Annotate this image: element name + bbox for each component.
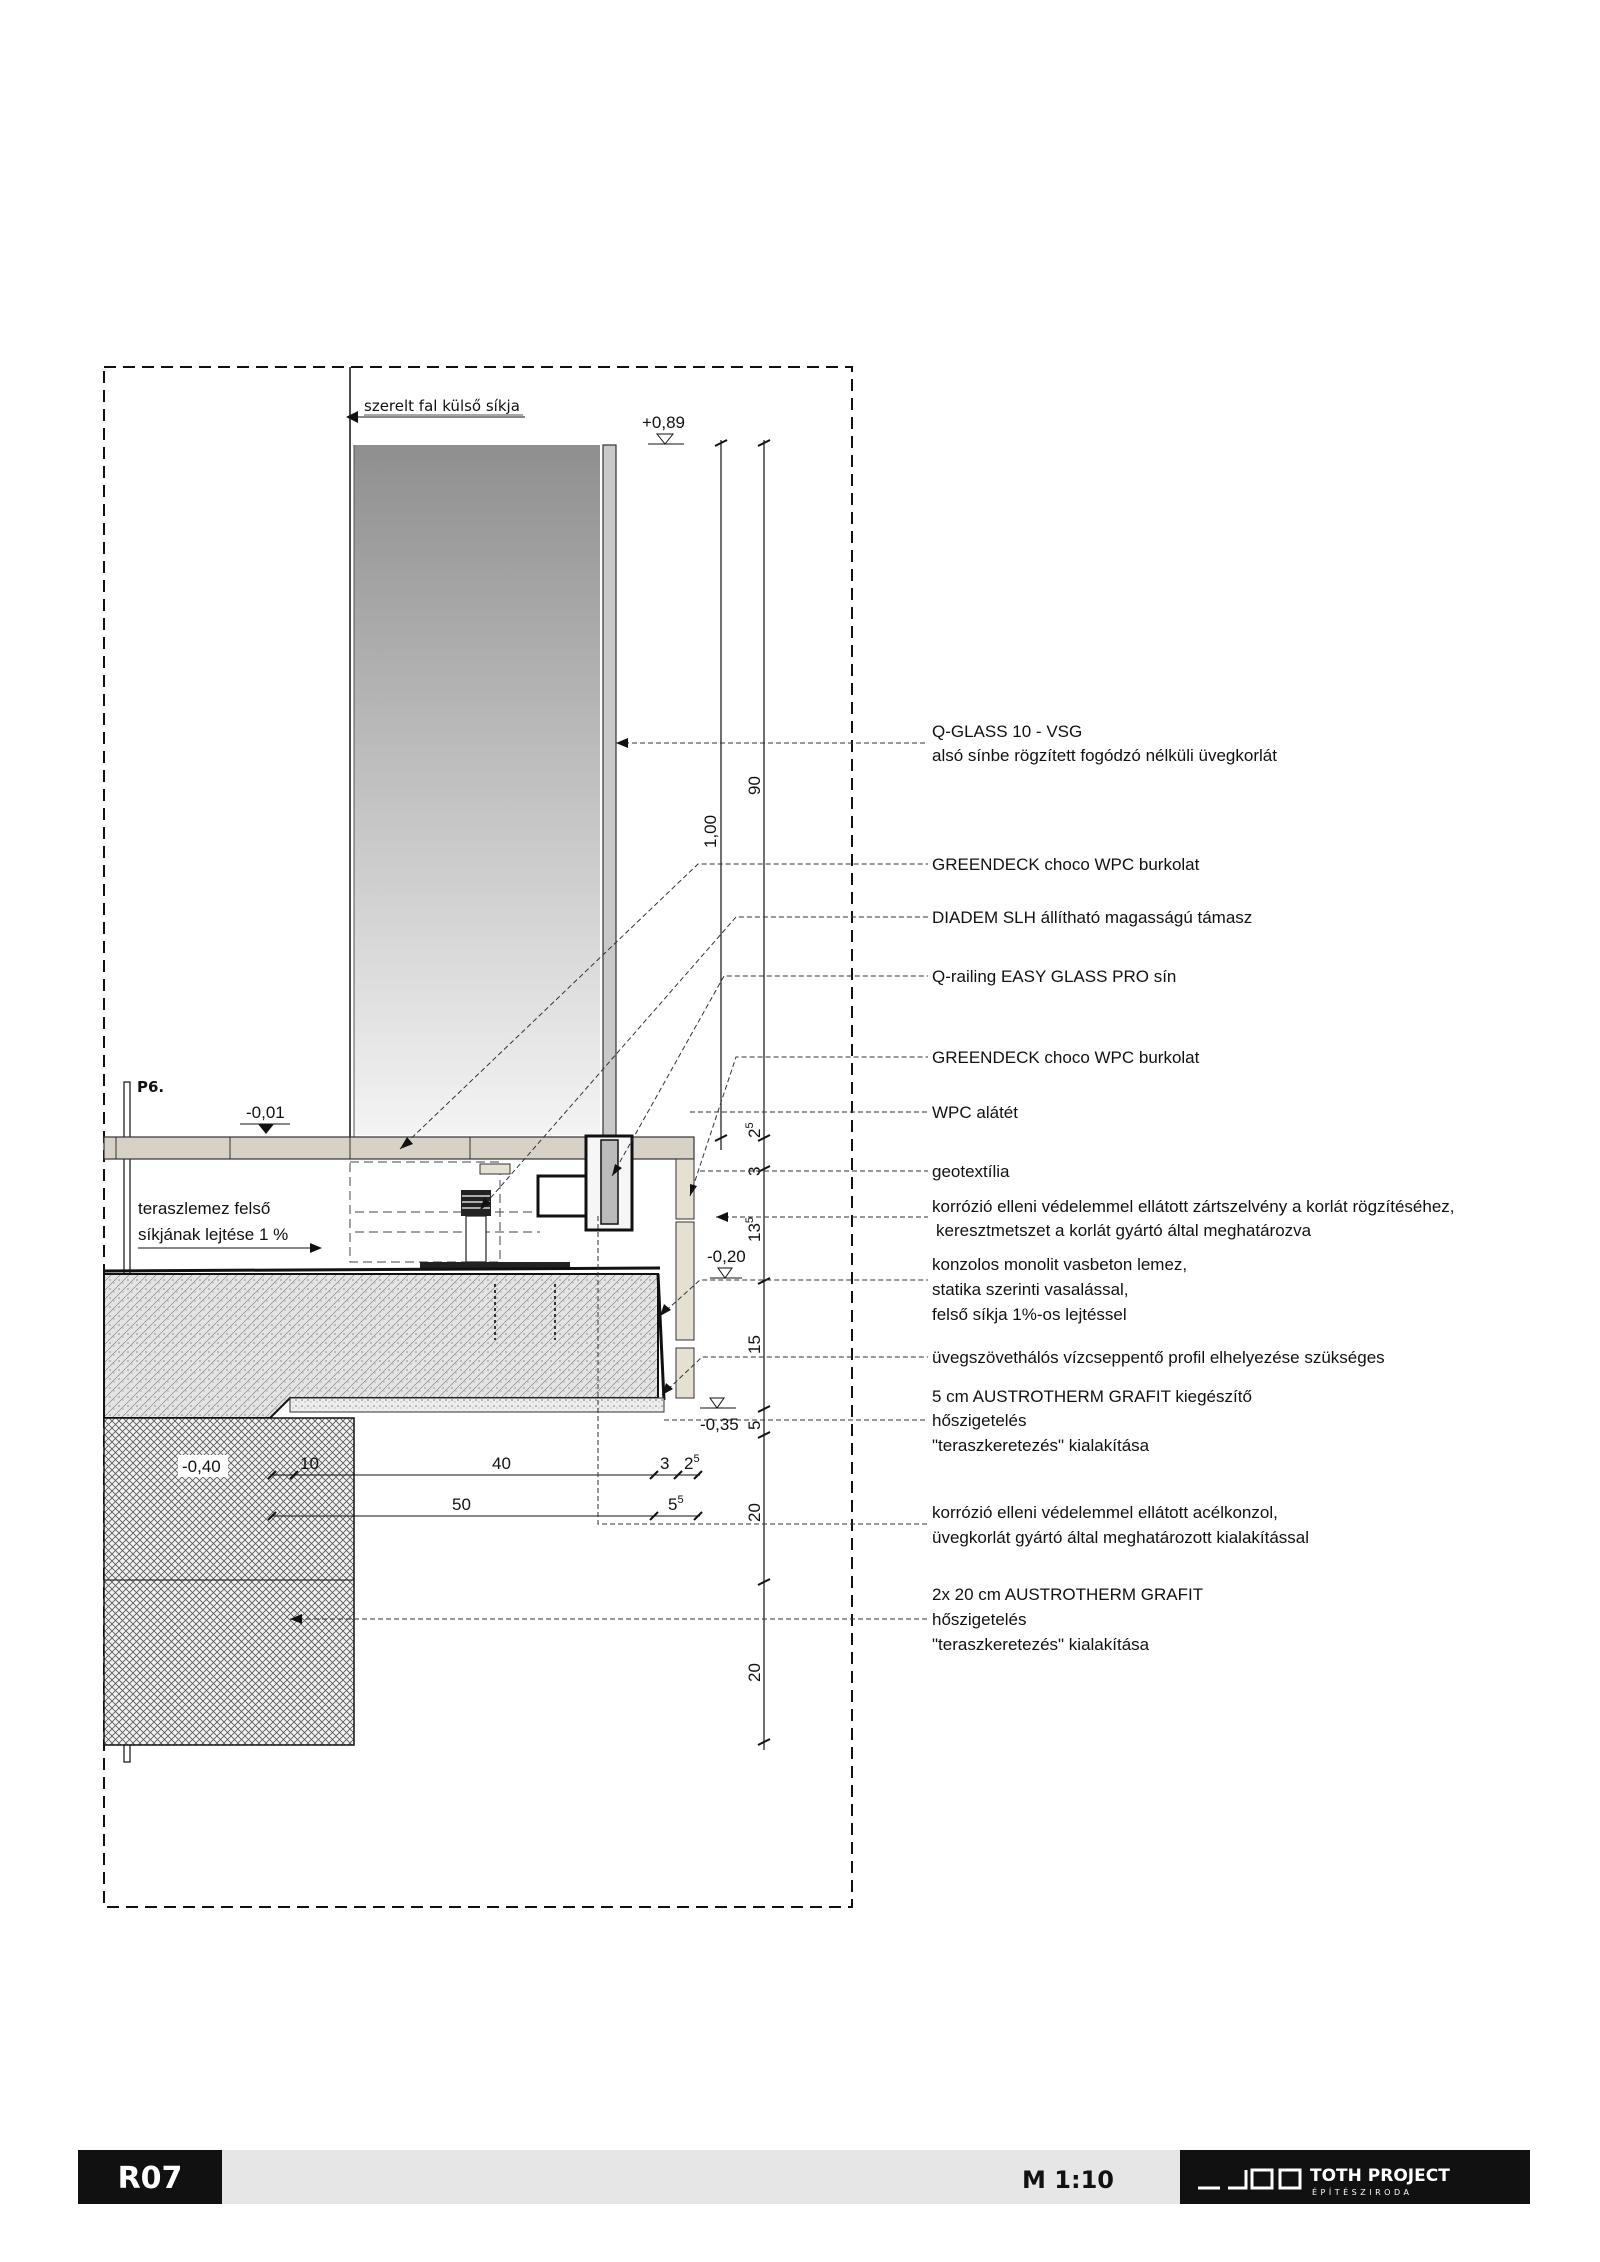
note-qglass-2: alsó sínbe rögzített fogódzó nélküli üve… xyxy=(932,746,1277,765)
hdim-50: 50 xyxy=(452,1495,471,1514)
leader-arrowheads xyxy=(290,738,728,1624)
level-insulation-bg xyxy=(178,1455,228,1477)
dim-90: 90 xyxy=(745,776,764,795)
note-geotextil: geotextília xyxy=(932,1162,1010,1181)
note-konzolos-2: statika szerinti vasalással, xyxy=(932,1280,1129,1299)
slope-label-1: teraszlemez felső xyxy=(138,1199,270,1218)
title-block: R07 M 1:10 TOTH PROJECT ÉPÍTÉSZIRODA xyxy=(78,2150,1530,2204)
note-austro5-3: "teraszkeretezés" kialakítása xyxy=(932,1436,1150,1455)
rail-glass-seat xyxy=(600,1139,619,1225)
note-austro20-2: hőszigetelés xyxy=(932,1610,1027,1629)
level-insulation: -0,40 xyxy=(182,1457,221,1476)
note-uvegszovet: üvegszövethálós vízcseppentő profil elhe… xyxy=(932,1348,1385,1367)
hdim-ticks xyxy=(267,1470,703,1521)
note-diadem: DIADEM SLH állítható magasságú támasz xyxy=(932,908,1252,927)
pedestal-stem xyxy=(465,1215,487,1263)
company-subtitle: ÉPÍTÉSZIRODA xyxy=(1312,2186,1412,2197)
level-deck: -0,01 xyxy=(246,1103,285,1122)
dim-100: 1,00 xyxy=(701,815,720,848)
p6-label: P6. xyxy=(137,1078,164,1096)
note-austro20-1: 2x 20 cm AUSTROTHERM GRAFIT xyxy=(932,1585,1203,1604)
note-acelkonzol-2: üvegkorlát gyártó által meghatározott ki… xyxy=(932,1528,1309,1547)
pedestal-base xyxy=(420,1262,570,1268)
deck-boards xyxy=(103,1136,695,1160)
glass-pane xyxy=(602,444,617,1146)
note-korrozio1-2: keresztmetszet a korlát gyártó által meg… xyxy=(936,1221,1312,1240)
wall-plane-label: szerelt fal külső síkja xyxy=(364,397,520,415)
level-slab-bottom-marker xyxy=(709,1397,725,1409)
company-box xyxy=(1180,2150,1530,2204)
slope-label-2: síkjának lejtése 1 % xyxy=(138,1225,288,1244)
leader-lines xyxy=(290,742,928,1620)
geotextile-line xyxy=(103,1266,661,1273)
slope-arrowhead xyxy=(310,1243,322,1253)
hdim-10: 10 xyxy=(300,1454,319,1473)
dim-5: 5 xyxy=(745,1421,764,1430)
dim-20a: 20 xyxy=(745,1503,764,1522)
dim-3: 3 xyxy=(745,1167,764,1176)
dim-ticks xyxy=(714,439,771,1746)
hdim-40: 40 xyxy=(492,1454,511,1473)
company-logo-mark xyxy=(1198,2168,1302,2190)
level-slab-edge-marker xyxy=(717,1267,733,1279)
level-top-marker xyxy=(655,433,675,445)
note-konzolos-3: felső síkja 1%-os lejtéssel xyxy=(932,1305,1127,1324)
insulation-edge-upper xyxy=(675,1221,695,1341)
note-konzolos-1: konzolos monolit vasbeton lemez, xyxy=(932,1255,1187,1274)
hdim-3: 3 xyxy=(660,1454,669,1473)
dim-13-5: 135 xyxy=(744,1217,764,1242)
note-qglass-1: Q-GLASS 10 - VSG xyxy=(932,722,1082,741)
insulation-main xyxy=(103,1417,355,1746)
dim-20b: 20 xyxy=(745,1663,764,1682)
insulation-5cm xyxy=(289,1397,665,1413)
note-austro5-2: hőszigetelés xyxy=(932,1411,1027,1430)
sheet-code-box xyxy=(78,2150,222,2204)
slab-drip-edge xyxy=(656,1273,666,1401)
wall-glass-gradient xyxy=(354,445,600,1135)
note-acelkonzol-1: korrózió elleni védelemmel ellátott acél… xyxy=(932,1503,1278,1522)
sheet-code: R07 xyxy=(118,2161,183,2196)
level-deck-marker xyxy=(258,1124,274,1134)
annotations: Q-GLASS 10 - VSG alsó sínbe rögzített fo… xyxy=(932,722,1455,1654)
level-top: +0,89 xyxy=(642,413,685,432)
scale-label: M 1:10 xyxy=(1022,2166,1114,2194)
note-greendeck-1: GREENDECK choco WPC burkolat xyxy=(932,855,1200,874)
level-slab-edge: -0,20 xyxy=(707,1247,746,1266)
note-wpc: WPC alátét xyxy=(932,1103,1018,1122)
hdim-2-5: 25 xyxy=(684,1453,700,1473)
dim-15: 15 xyxy=(745,1335,764,1354)
note-austro20-3: "teraszkeretezés" kialakítása xyxy=(932,1635,1150,1654)
note-qrailing: Q-railing EASY GLASS PRO sín xyxy=(932,967,1176,986)
dim-2-5: 25 xyxy=(744,1122,764,1138)
insulation-edge-lower xyxy=(675,1347,695,1399)
note-korrozio1-1: korrózió elleni védelemmel ellátott zárt… xyxy=(932,1197,1455,1216)
wall-plane-arrow xyxy=(346,411,358,423)
note-greendeck-2: GREENDECK choco WPC burkolat xyxy=(932,1048,1200,1067)
concrete-slab xyxy=(103,1273,659,1419)
wpc-pad xyxy=(479,1163,511,1175)
steel-tube xyxy=(536,1174,588,1218)
hdim-5-5: 55 xyxy=(668,1494,684,1514)
note-austro5-1: 5 cm AUSTROTHERM GRAFIT kiegészítő xyxy=(932,1387,1252,1406)
company-name: TOTH PROJECT xyxy=(1310,2166,1450,2186)
level-slab-bottom: -0,35 xyxy=(700,1415,739,1434)
